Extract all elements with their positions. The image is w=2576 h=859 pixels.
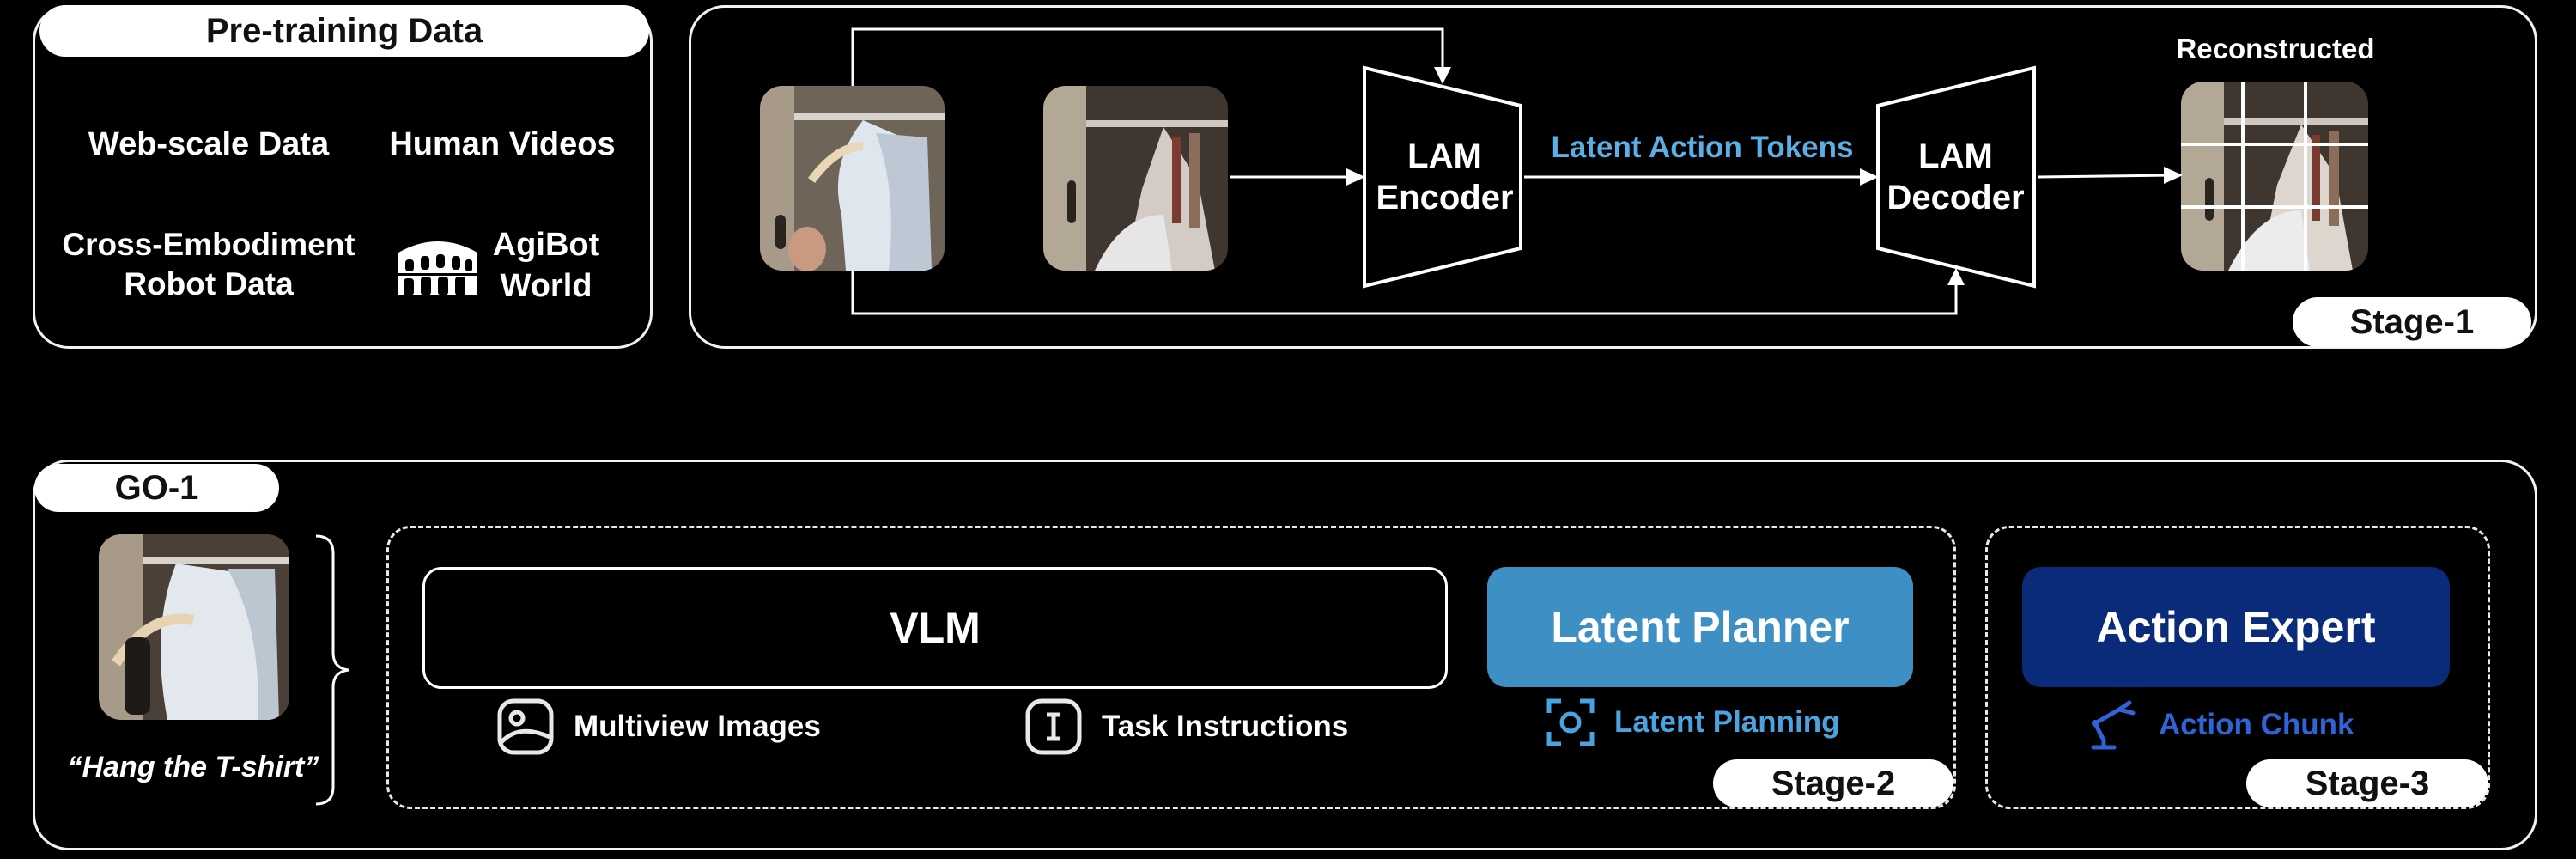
stage1-arrows: [851, 27, 2183, 315]
reconstructed-frame: [2181, 82, 2368, 271]
image-icon: [497, 698, 554, 755]
lam-encoder-label: LAM Encoder: [1376, 137, 1514, 216]
instruction-frame: [99, 534, 289, 720]
input-frame-2: [1043, 86, 1228, 271]
stage1-panel: [689, 5, 2537, 349]
vlm-block: VLM: [422, 567, 1448, 689]
cross-embodiment-label: Cross-Embodiment Robot Data: [62, 227, 355, 302]
latent-action-tokens-label: Latent Action Tokens: [1551, 131, 1854, 164]
go1-panel: [33, 460, 2537, 850]
stage3-label: Stage-3: [2246, 759, 2488, 807]
multiview-images-label: Multiview Images: [574, 710, 821, 743]
action-chunk-item: Action Chunk: [2085, 698, 2354, 752]
action-expert-block: Action Expert: [2022, 567, 2450, 687]
human-videos-label: Human Videos: [389, 126, 616, 162]
latent-planning-label: Latent Planning: [1614, 705, 1840, 739]
stage2-box: [386, 526, 1956, 809]
multiview-images-item: Multiview Images: [496, 698, 821, 756]
reconstructed-label: Reconstructed: [2176, 33, 2375, 64]
input-frame-1: [760, 86, 945, 271]
instruction-text: “Hang the T-shirt”: [67, 751, 319, 783]
stage3-box: [1985, 526, 2490, 809]
text-cursor-icon: [1025, 698, 1082, 755]
robot-arm-icon: [2091, 700, 2136, 750]
latent-planner-block: Latent Planner: [1487, 567, 1913, 687]
lam-decoder-label: LAM Decoder: [1886, 137, 2025, 216]
pretraining-title: Pre-training Data: [39, 5, 649, 57]
lam-encoder-shape: [1363, 65, 1522, 289]
input-brace: [315, 534, 349, 806]
agibot-world-label: AgiBot World: [492, 227, 600, 304]
task-instructions-item: Task Instructions: [1024, 698, 1348, 756]
colosseum-icon: [397, 241, 479, 295]
latent-planning-item: Latent Planning: [1546, 698, 1840, 747]
focus-target-icon: [1546, 698, 1595, 746]
action-chunk-label: Action Chunk: [2159, 708, 2354, 741]
lam-decoder-shape: [1876, 65, 2036, 289]
stage1-label: Stage-1: [2293, 297, 2531, 347]
web-scale-data-label: Web-scale Data: [88, 126, 330, 162]
task-instructions-label: Task Instructions: [1102, 710, 1349, 743]
stage2-label: Stage-2: [1713, 759, 1953, 807]
go1-title: GO-1: [34, 464, 279, 512]
